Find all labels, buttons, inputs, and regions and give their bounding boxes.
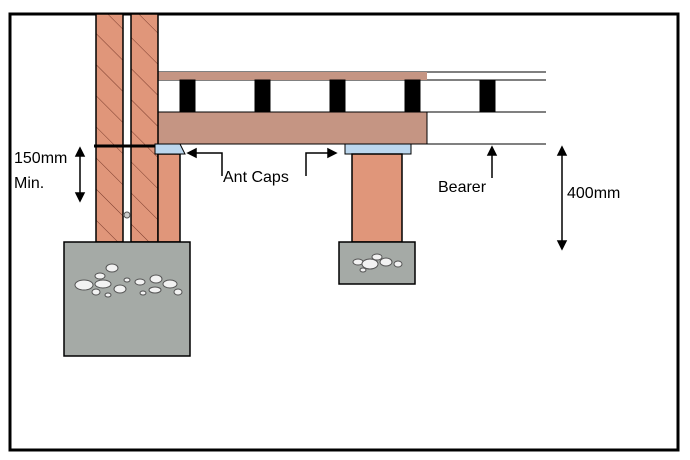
joist bbox=[254, 79, 271, 113]
center-pier bbox=[351, 153, 403, 243]
clearance-dimension bbox=[74, 146, 86, 203]
brick-wall-outer bbox=[95, 13, 124, 243]
clearance-min-label: Min. bbox=[14, 175, 44, 192]
clearance-label: 150mm bbox=[14, 150, 67, 167]
flooring-board bbox=[155, 72, 427, 80]
joist bbox=[179, 79, 196, 113]
joist bbox=[329, 79, 346, 113]
height-dimension bbox=[556, 145, 568, 251]
ant-caps-label: Ant Caps bbox=[223, 169, 289, 186]
bearer-label: Bearer bbox=[438, 179, 487, 196]
wall-footing bbox=[63, 241, 191, 357]
pebble-icon bbox=[352, 253, 403, 273]
arrow-icon bbox=[186, 147, 338, 176]
ant-cap-center bbox=[344, 143, 412, 155]
wall-pier bbox=[157, 153, 181, 243]
joist bbox=[479, 79, 496, 113]
bearer-timber bbox=[154, 111, 428, 145]
arrow-icon bbox=[486, 145, 498, 178]
ant-cap-left bbox=[154, 143, 186, 155]
pebble-icon bbox=[74, 263, 183, 298]
height-label: 400mm bbox=[567, 185, 620, 202]
wall-tie-bolt bbox=[123, 211, 131, 219]
brick-wall-inner bbox=[130, 13, 159, 243]
joists bbox=[179, 79, 496, 113]
joist bbox=[404, 79, 421, 113]
